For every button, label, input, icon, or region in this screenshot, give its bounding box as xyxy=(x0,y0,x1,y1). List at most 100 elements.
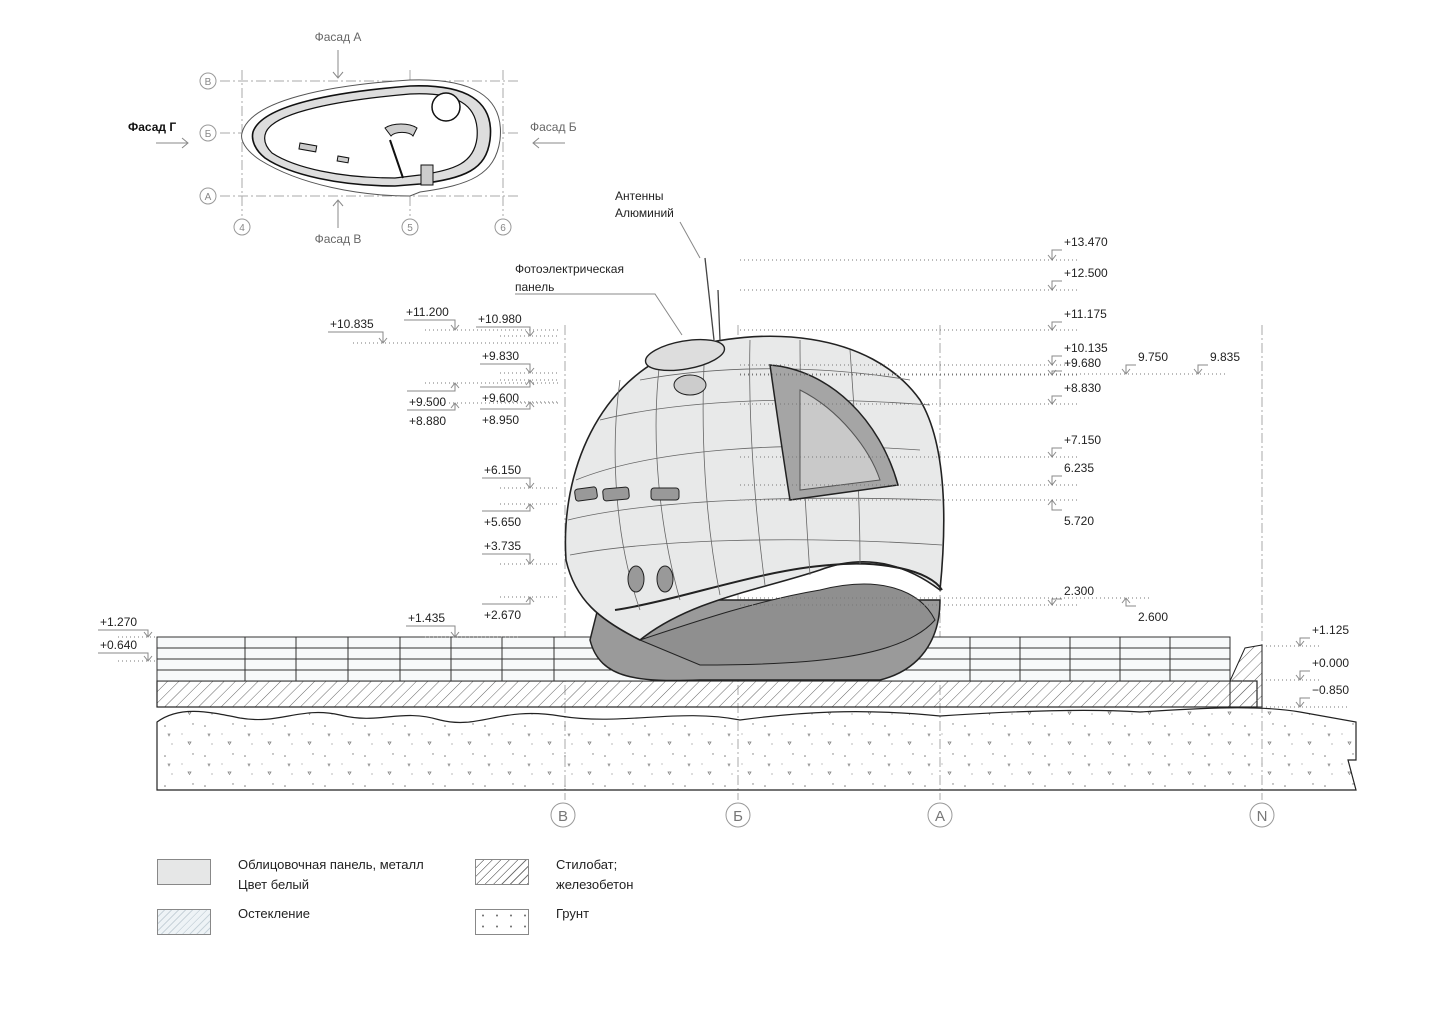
level-label: +8.950 xyxy=(482,413,519,427)
level-arrow xyxy=(1047,499,1062,511)
level-arrow xyxy=(482,477,535,489)
facade-g-label: Фасад Г xyxy=(128,120,176,134)
level-label: +5.650 xyxy=(484,515,521,529)
solar-panel xyxy=(644,338,726,372)
level-label: +1.270 xyxy=(100,615,137,629)
axis-label: 6 xyxy=(500,223,506,234)
level-label: +13.470 xyxy=(1064,235,1108,249)
level-arrow xyxy=(1047,447,1062,458)
level-label: +11.200 xyxy=(406,305,449,319)
axis-label: А xyxy=(205,192,212,203)
level-arrow xyxy=(1295,637,1310,647)
level-label: +0.640 xyxy=(100,638,137,652)
level-label: +1.125 xyxy=(1312,623,1349,637)
level-arrow xyxy=(1047,475,1062,486)
facade-b-label: Фасад Б xyxy=(530,120,577,134)
level-label: +3.735 xyxy=(484,539,521,553)
level-label: +8.880 xyxy=(409,414,446,428)
legend-label: Грунт xyxy=(556,906,590,921)
level-label: +6.150 xyxy=(484,463,521,477)
level-arrow xyxy=(1295,670,1310,681)
level-arrow xyxy=(98,652,153,662)
legend-stylobate: Стилобат; железобетон xyxy=(556,855,633,895)
level-arrow xyxy=(98,629,153,638)
level-markers: +10.835+11.200+10.980+9.830+9.500+8.880+… xyxy=(98,235,1350,708)
legend-label: Облицовочная панель, металл xyxy=(238,857,424,872)
stylobate xyxy=(156,680,1258,708)
axis-label: Б xyxy=(205,129,212,140)
level-label: −0.850 xyxy=(1312,683,1349,697)
level-arrow xyxy=(480,363,535,374)
axis-label: Б xyxy=(733,808,743,825)
solar-panel-label-line1: Фотоэлектрическая xyxy=(515,262,624,276)
level-arrow xyxy=(1193,364,1208,375)
level-label: +1.435 xyxy=(408,611,445,625)
level-arrow xyxy=(1121,364,1136,375)
level-arrow xyxy=(1047,395,1062,405)
level-arrow xyxy=(482,503,535,512)
level-label: +9.680 xyxy=(1064,356,1101,370)
antenna-label-line1: Антенны xyxy=(615,189,664,203)
level-arrow xyxy=(1047,280,1062,291)
level-arrow xyxy=(1295,697,1310,708)
legend-swatch-soil xyxy=(475,909,529,935)
level-label: 2.300 xyxy=(1064,584,1094,598)
legend-swatch-glazing xyxy=(157,909,211,935)
level-label: 6.235 xyxy=(1064,461,1094,475)
legend-cladding: Облицовочная панель, металл Цвет белый xyxy=(238,855,424,895)
ground-soil xyxy=(156,707,1357,791)
level-arrow xyxy=(1047,369,1062,376)
level-label: +2.670 xyxy=(484,608,521,622)
capsule-building xyxy=(564,257,945,682)
level-arrow xyxy=(1047,249,1062,261)
level-arrow xyxy=(1047,321,1062,331)
level-arrow xyxy=(404,319,460,331)
level-label: +12.500 xyxy=(1064,266,1108,280)
level-arrow xyxy=(480,379,535,388)
facade-v-label: Фасад В xyxy=(315,232,362,246)
axis-label: 4 xyxy=(239,223,245,234)
level-label: +10.835 xyxy=(330,317,374,331)
site-plan: В Б А 4 5 6 Фасад А Фасад Г Фасад Б Фаса… xyxy=(128,30,577,246)
level-label: +11.175 xyxy=(1064,307,1107,321)
axis-label: А xyxy=(935,808,945,825)
level-label: +7.150 xyxy=(1064,433,1101,447)
level-label: 2.600 xyxy=(1138,610,1168,624)
legend-soil: Грунт xyxy=(556,904,589,924)
facade-a-label: Фасад А xyxy=(315,30,362,44)
legend-label: Стилобат; xyxy=(556,857,618,872)
axis-label: В xyxy=(205,77,212,88)
level-arrow xyxy=(1047,355,1062,366)
legend-swatch-cladding xyxy=(157,859,211,885)
level-arrow xyxy=(1047,598,1062,606)
level-label: +0.000 xyxy=(1312,656,1349,670)
axis-label: В xyxy=(558,808,568,825)
legend-glazing: Остекление xyxy=(238,904,310,924)
level-arrow xyxy=(406,625,460,638)
level-label: +8.830 xyxy=(1064,381,1101,395)
solar-panel-label-line2: панель xyxy=(515,280,554,294)
level-arrow xyxy=(482,553,535,565)
level-label: +9.600 xyxy=(482,391,519,405)
antenna-label-line2: Алюминий xyxy=(615,206,674,220)
level-label: 9.835 xyxy=(1210,350,1240,364)
level-arrow xyxy=(480,401,535,410)
legend-label: Цвет белый xyxy=(238,877,310,892)
level-arrow xyxy=(328,331,388,344)
level-arrow xyxy=(1121,597,1136,607)
level-label: 5.720 xyxy=(1064,514,1094,528)
legend-label: железобетон xyxy=(556,877,634,892)
axis-label: 5 xyxy=(407,223,413,234)
legend-label: Остекление xyxy=(238,906,310,921)
level-arrow xyxy=(407,382,460,392)
level-label: 9.750 xyxy=(1138,350,1168,364)
level-label: +10.135 xyxy=(1064,341,1108,355)
level-label: +9.830 xyxy=(482,349,519,363)
antenna xyxy=(704,257,715,341)
level-label: +10.980 xyxy=(478,312,522,326)
level-arrow xyxy=(482,596,535,605)
axis-label: N xyxy=(1257,808,1268,825)
legend-swatch-stylobate xyxy=(475,859,529,885)
axis-bubbles-plan: В Б А 4 5 6 xyxy=(199,72,512,236)
